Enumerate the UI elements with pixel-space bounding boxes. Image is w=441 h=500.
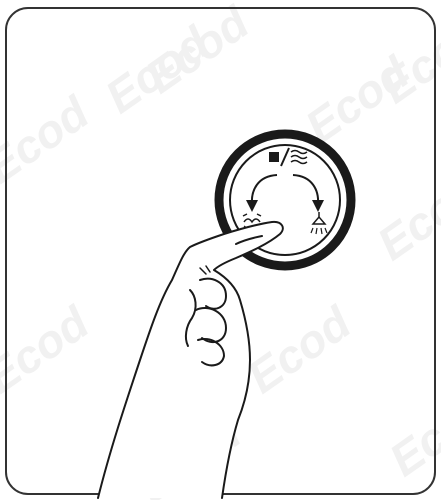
watermark-logo: Ecod [368,163,441,271]
watermark-logo: Ecod [0,86,99,194]
watermark-logo: Ecod [238,296,361,404]
watermark-logo: Ecod [380,379,441,487]
watermark-logo: Ecod [0,296,99,404]
watermark-logo: Ecod [136,0,259,103]
